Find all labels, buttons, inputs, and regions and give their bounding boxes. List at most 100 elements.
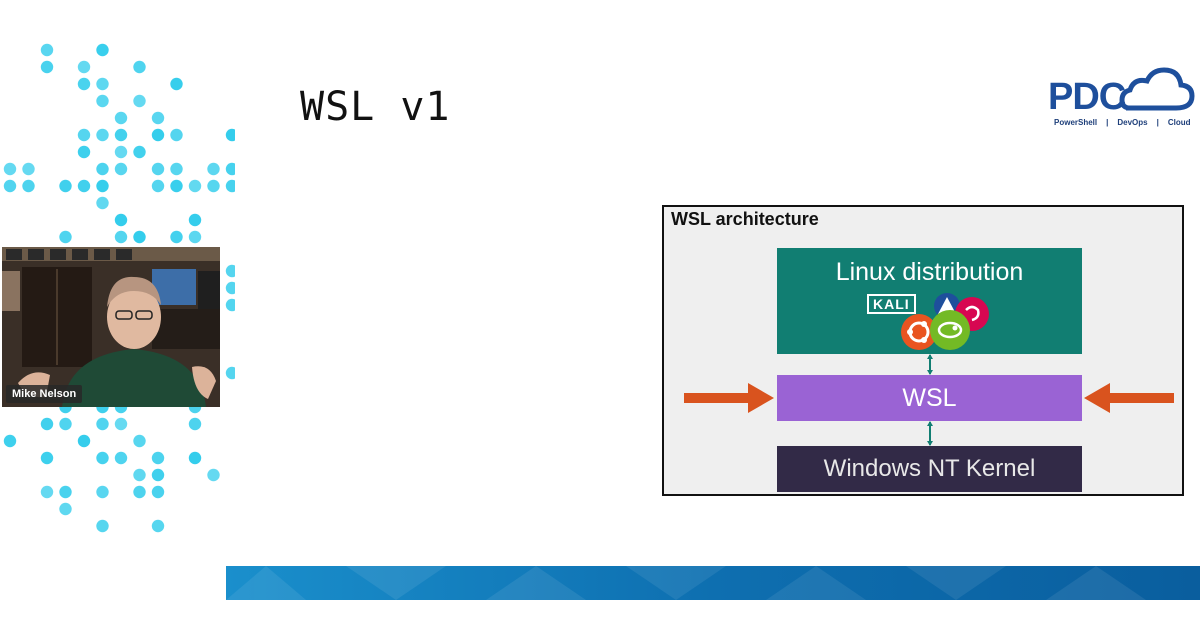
decorative-dot xyxy=(59,502,72,516)
decorative-dot xyxy=(77,434,91,448)
decorative-dot xyxy=(225,281,235,295)
decorative-dot xyxy=(96,179,109,193)
decorative-dot xyxy=(40,417,54,431)
linux-distribution-layer: Linux distribution KALI xyxy=(777,248,1082,354)
logo-tagline: PowerShell | DevOps | Cloud xyxy=(1054,118,1196,127)
decorative-dot xyxy=(133,230,146,244)
decorative-dot xyxy=(170,77,183,91)
distro-logos xyxy=(901,293,989,350)
decorative-dot xyxy=(114,417,128,431)
presenter-webcam: Mike Nelson xyxy=(2,247,220,407)
decorative-dot xyxy=(151,179,165,193)
webcam-video-frame xyxy=(2,247,220,407)
decorative-dot xyxy=(96,77,109,91)
decorative-dot xyxy=(188,417,202,431)
decorative-dot xyxy=(207,179,220,193)
decorative-dot xyxy=(225,162,235,176)
ubuntu-icon xyxy=(901,314,937,350)
decorative-dot xyxy=(114,111,128,125)
decorative-dot xyxy=(59,179,72,193)
decorative-dot xyxy=(96,196,109,210)
decorative-dot xyxy=(3,162,17,176)
logo-tag-cloud: Cloud xyxy=(1167,118,1191,127)
decorative-dot xyxy=(77,77,91,91)
decorative-dot xyxy=(59,230,72,244)
decorative-dot xyxy=(133,468,146,482)
decorative-dot xyxy=(133,94,146,108)
decorative-dot xyxy=(114,145,128,159)
wsl-kernel-connector-arrow xyxy=(927,421,933,446)
decorative-dot xyxy=(225,366,235,380)
decorative-dot xyxy=(188,230,202,244)
logo-tag-separator: | xyxy=(1156,118,1159,127)
decorative-dot xyxy=(133,485,146,499)
linux-distribution-label: Linux distribution xyxy=(835,258,1024,286)
slide-title: WSL v1 xyxy=(300,84,451,130)
decorative-dot xyxy=(59,417,72,431)
diagram-title: WSL architecture xyxy=(671,209,819,229)
cloud-icon xyxy=(1119,67,1195,111)
decorative-dot xyxy=(225,179,235,193)
decorative-dot xyxy=(3,179,17,193)
decorative-dot xyxy=(133,434,146,448)
decorative-dot xyxy=(188,451,202,465)
logo-mark: PDC xyxy=(1048,76,1126,118)
decorative-dot xyxy=(77,145,91,159)
decorative-dot xyxy=(3,434,17,448)
decorative-dot xyxy=(207,162,220,176)
decorative-dot xyxy=(225,298,235,312)
decorative-dot xyxy=(96,128,109,142)
logo-tag-separator: | xyxy=(1106,118,1109,127)
decorative-dot xyxy=(114,162,128,176)
decorative-dot xyxy=(188,179,202,193)
arrow-left-icon xyxy=(1084,383,1174,413)
decorative-dot xyxy=(40,43,54,57)
decorative-dot xyxy=(96,417,109,431)
decorative-dot xyxy=(77,60,91,74)
decorative-dot xyxy=(96,519,109,533)
decorative-dot xyxy=(96,94,109,108)
opensuse-icon xyxy=(930,310,970,350)
decorative-dot xyxy=(40,485,54,499)
decorative-dot xyxy=(170,128,183,142)
decorative-dot xyxy=(77,179,91,193)
pdc-logo: PDC PowerShell | DevOps | Cloud xyxy=(1048,64,1196,134)
decorative-dot xyxy=(151,468,165,482)
windows-nt-kernel-layer: Windows NT Kernel xyxy=(777,446,1082,492)
decorative-dot xyxy=(225,264,235,278)
decorative-dot xyxy=(170,179,183,193)
linux-wsl-connector-arrow xyxy=(927,354,933,375)
decorative-dot xyxy=(151,485,165,499)
kali-badge: KALI xyxy=(867,294,916,314)
decorative-dot xyxy=(114,213,128,227)
decorative-dot xyxy=(59,485,72,499)
decorative-dot xyxy=(151,519,165,533)
wsl-architecture-diagram: WSL architecture Linux distribution KALI xyxy=(662,205,1184,496)
decorative-dot xyxy=(151,162,165,176)
decorative-dot xyxy=(77,128,91,142)
decorative-dot xyxy=(114,128,128,142)
decorative-dot xyxy=(114,451,128,465)
wsl-label: WSL xyxy=(902,384,957,412)
decorative-dot xyxy=(96,43,109,57)
decorative-dot xyxy=(40,60,54,74)
decorative-dot xyxy=(188,213,202,227)
decorative-dot xyxy=(151,128,165,142)
decorative-dot xyxy=(170,162,183,176)
decorative-dot xyxy=(96,485,109,499)
decorative-dot xyxy=(114,230,128,244)
decorative-dot xyxy=(96,451,109,465)
logo-tag-devops: DevOps xyxy=(1117,118,1148,127)
bottom-banner xyxy=(226,566,1200,600)
wsl-layer: WSL xyxy=(777,375,1082,421)
presenter-name-label: Mike Nelson xyxy=(6,385,83,403)
decorative-dot xyxy=(133,60,146,74)
decorative-dot xyxy=(207,468,220,482)
decorative-dot xyxy=(133,145,146,159)
arrow-right-icon xyxy=(684,383,774,413)
decorative-dot xyxy=(225,128,235,142)
decorative-dot xyxy=(96,162,109,176)
decorative-dot xyxy=(151,111,165,125)
logo-tag-powershell: PowerShell xyxy=(1054,118,1098,127)
windows-nt-kernel-label: Windows NT Kernel xyxy=(823,455,1036,482)
